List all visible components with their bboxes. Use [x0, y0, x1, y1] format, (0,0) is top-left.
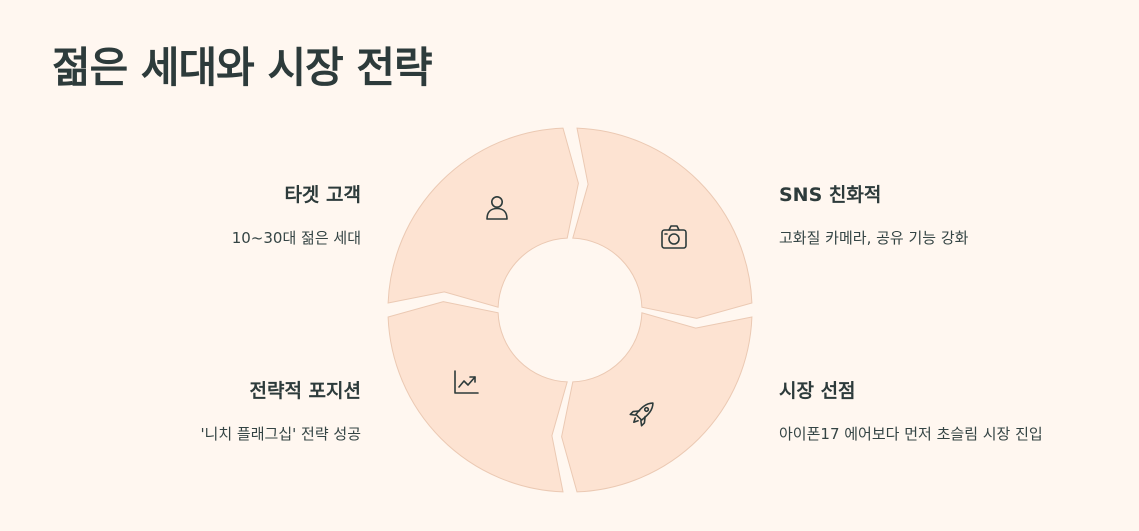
item-sns-friendly: SNS 친화적 고화질 카메라, 공유 기능 강화: [779, 180, 1109, 248]
item-heading: 시장 선점: [779, 380, 856, 402]
rocket-icon: [629, 402, 654, 427]
segment-target-customer: [387, 127, 579, 308]
segment-sns-friendly: [572, 127, 753, 319]
item-description: '니치 플래그십' 전략 성공: [200, 425, 361, 443]
item-heading: SNS 친화적: [779, 184, 882, 206]
item-description: 10~30대 젊은 세대: [231, 229, 361, 247]
item-market-preemption: 시장 선점 아이폰17 에어보다 먼저 초슬림 시장 진입: [779, 376, 1109, 444]
item-target-customer: 타겟 고객 10~30대 젊은 세대: [31, 180, 361, 248]
page-title: 젊은 세대와 시장 전략: [52, 43, 433, 92]
item-description: 아이폰17 에어보다 먼저 초슬림 시장 진입: [779, 425, 1043, 443]
item-strategic-position: 전략적 포지션 '니치 플래그십' 전략 성공: [31, 376, 361, 444]
segment-strategic-position: [387, 301, 568, 493]
segment-market-preemption: [561, 312, 753, 493]
item-heading: 타겟 고객: [284, 184, 361, 206]
camera-icon: [661, 225, 687, 249]
item-heading: 전략적 포지션: [249, 380, 362, 402]
user-icon: [486, 196, 508, 220]
item-description: 고화질 카메라, 공유 기능 강화: [779, 229, 969, 247]
chart-up-icon: [454, 370, 479, 394]
